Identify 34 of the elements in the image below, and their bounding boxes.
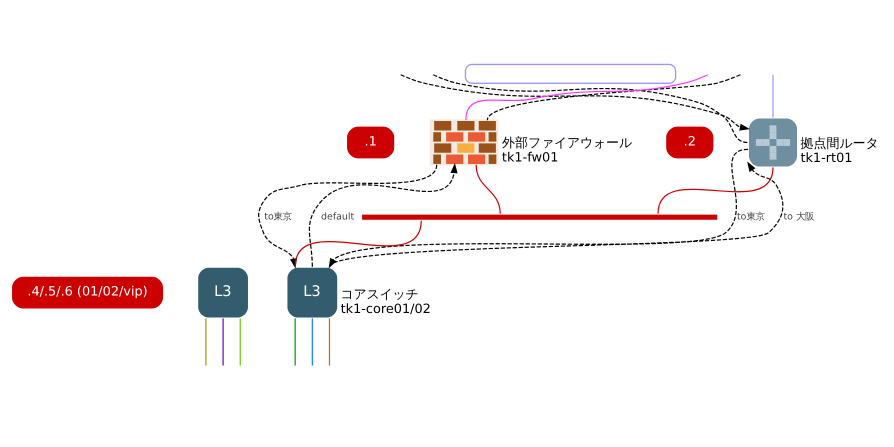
connector	[772, 74, 774, 118]
connector	[222, 318, 224, 366]
connector	[476, 164, 501, 214]
connector	[486, 74, 741, 120]
node-bar	[362, 214, 718, 220]
edge-label: default	[321, 211, 354, 222]
connector	[312, 318, 313, 366]
node-label: 外部ファイアウォール	[502, 135, 632, 150]
connector	[294, 318, 296, 366]
node-label: tk1-core01/02	[340, 302, 431, 317]
arrow	[329, 161, 784, 267]
connector	[240, 318, 241, 366]
connector	[205, 318, 207, 366]
node-box	[748, 118, 798, 166]
edge-label: to東京	[264, 211, 292, 222]
node-box: .2	[666, 126, 714, 158]
node-box: L3	[198, 267, 248, 317]
node-box: L3	[287, 267, 338, 317]
connector	[465, 74, 708, 120]
node-label: 拠点間ルータ	[800, 136, 878, 152]
node-box: .1	[347, 126, 394, 158]
connector	[433, 74, 748, 143]
arrow	[400, 74, 750, 130]
node-label: tk1-rt01	[800, 150, 852, 166]
edge-label: to東京	[736, 211, 764, 222]
node-box	[464, 63, 676, 84]
node-label: コアスイッチ	[340, 287, 419, 302]
edge-label: to 大阪	[784, 211, 814, 222]
connector	[294, 220, 422, 267]
connector	[328, 318, 330, 366]
arrow	[308, 162, 458, 266]
connector	[657, 166, 774, 214]
node-box: .4/.5/.6 (01/02/vip)	[12, 276, 164, 308]
node-label: tk1-fw01	[502, 150, 558, 165]
